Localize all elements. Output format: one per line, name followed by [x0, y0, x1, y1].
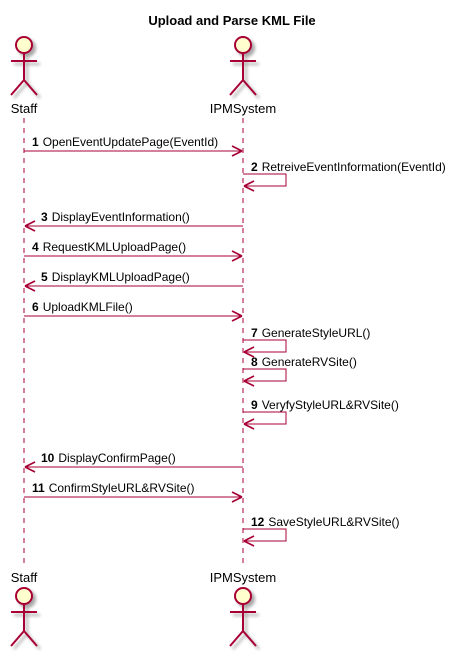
message-12-arrowhead: [243, 535, 255, 547]
message-6-label: 6 UploadKMLFile(): [32, 300, 133, 314]
message-9-number: 9: [251, 398, 258, 412]
message-4-arrowhead: [231, 250, 243, 262]
message-3: 3 DisplayEventInformation(): [24, 210, 243, 232]
participant-label-ipmsystem-top: IPMSystem: [210, 101, 276, 116]
message-2-number: 2: [251, 160, 258, 174]
message-6: 6 UploadKMLFile(): [24, 300, 243, 322]
actor-staff-top-icon: [10, 36, 38, 96]
message-8-label: 8 GenerateRVSite(): [251, 355, 357, 369]
message-5-number: 5: [41, 270, 48, 284]
message-11: 11 ConfirmStyleURL&RVSite(): [24, 481, 243, 503]
message-5-label: 5 DisplayKMLUploadPage(): [41, 270, 190, 284]
actor-ipmsystem-bottom-icon: [229, 587, 257, 647]
message-2-line: [243, 173, 287, 187]
message-7-line: [243, 339, 287, 353]
message-12-text: SaveStyleURL&RVSite(): [268, 515, 399, 529]
message-11-arrowhead: [231, 491, 243, 503]
message-12-line: [243, 528, 287, 542]
message-7: 7 GenerateStyleURL(): [243, 326, 370, 358]
message-4-number: 4: [32, 240, 39, 254]
message-9-line: [243, 411, 287, 425]
message-2: 2 RetreiveEventInformation(EventId): [243, 160, 446, 192]
message-12-number: 12: [251, 515, 265, 529]
message-9-text: VeryfyStyleURL&RVSite(): [262, 398, 399, 412]
message-4: 4 RequestKMLUploadPage(): [24, 240, 243, 262]
message-8-text: GenerateRVSite(): [262, 355, 357, 369]
message-6-arrowhead: [231, 310, 243, 322]
participant-label-ipmsystem-bottom: IPMSystem: [210, 570, 276, 585]
message-8: 8 GenerateRVSite(): [243, 355, 357, 387]
message-1: 1 OpenEventUpdatePage(EventId): [24, 135, 243, 157]
diagram-title: Upload and Parse KML File: [148, 13, 315, 28]
message-7-arrowhead: [243, 346, 255, 358]
actor-staff-bottom-icon: [10, 587, 38, 647]
participant-label-staff-top: Staff: [11, 101, 38, 116]
message-11-number: 11: [32, 481, 45, 495]
message-10-arrowhead: [24, 461, 36, 473]
message-list: 1 OpenEventUpdatePage(EventId) 2 RetreiveEv…: [24, 135, 446, 547]
message-1-label: 1 OpenEventUpdatePage(EventId): [32, 135, 218, 149]
message-3-label: 3 DisplayEventInformation(): [41, 210, 190, 224]
message-8-line: [243, 368, 287, 382]
message-9-label: 9 VeryfyStyleURL&RVSite(): [251, 398, 399, 412]
message-3-text: DisplayEventInformation(): [52, 210, 190, 224]
message-10-number: 10: [41, 451, 55, 465]
message-11-label: 11 ConfirmStyleURL&RVSite(): [32, 481, 195, 495]
message-7-text: GenerateStyleURL(): [262, 326, 371, 340]
message-7-number: 7: [251, 326, 258, 340]
message-5-arrowhead: [24, 280, 36, 292]
message-1-arrowhead: [231, 145, 243, 157]
message-1-text: OpenEventUpdatePage(EventId): [43, 135, 218, 149]
message-6-text: UploadKMLFile(): [43, 300, 133, 314]
message-11-text: ConfirmStyleURL&RVSite(): [49, 481, 195, 495]
message-4-label: 4 RequestKMLUploadPage(): [32, 240, 186, 254]
message-3-number: 3: [41, 210, 48, 224]
message-6-number: 6: [32, 300, 39, 314]
actor-ipmsystem-top-icon: [229, 36, 257, 96]
message-4-text: RequestKMLUploadPage(): [43, 240, 186, 254]
message-2-text: RetreiveEventInformation(EventId): [262, 160, 446, 174]
message-8-arrowhead: [243, 375, 255, 387]
message-10-text: DisplayConfirmPage(): [58, 451, 175, 465]
message-3-arrowhead: [24, 220, 36, 232]
message-2-arrowhead: [243, 180, 255, 192]
message-9-arrowhead: [243, 418, 255, 430]
message-9: 9 VeryfyStyleURL&RVSite(): [243, 398, 399, 430]
message-5: 5 DisplayKMLUploadPage(): [24, 270, 243, 292]
message-1-number: 1: [32, 135, 39, 149]
message-2-label: 2 RetreiveEventInformation(EventId): [251, 160, 446, 174]
message-7-label: 7 GenerateStyleURL(): [251, 326, 370, 340]
participant-label-staff-bottom: Staff: [11, 570, 38, 585]
message-5-text: DisplayKMLUploadPage(): [52, 270, 190, 284]
message-8-number: 8: [251, 355, 258, 369]
